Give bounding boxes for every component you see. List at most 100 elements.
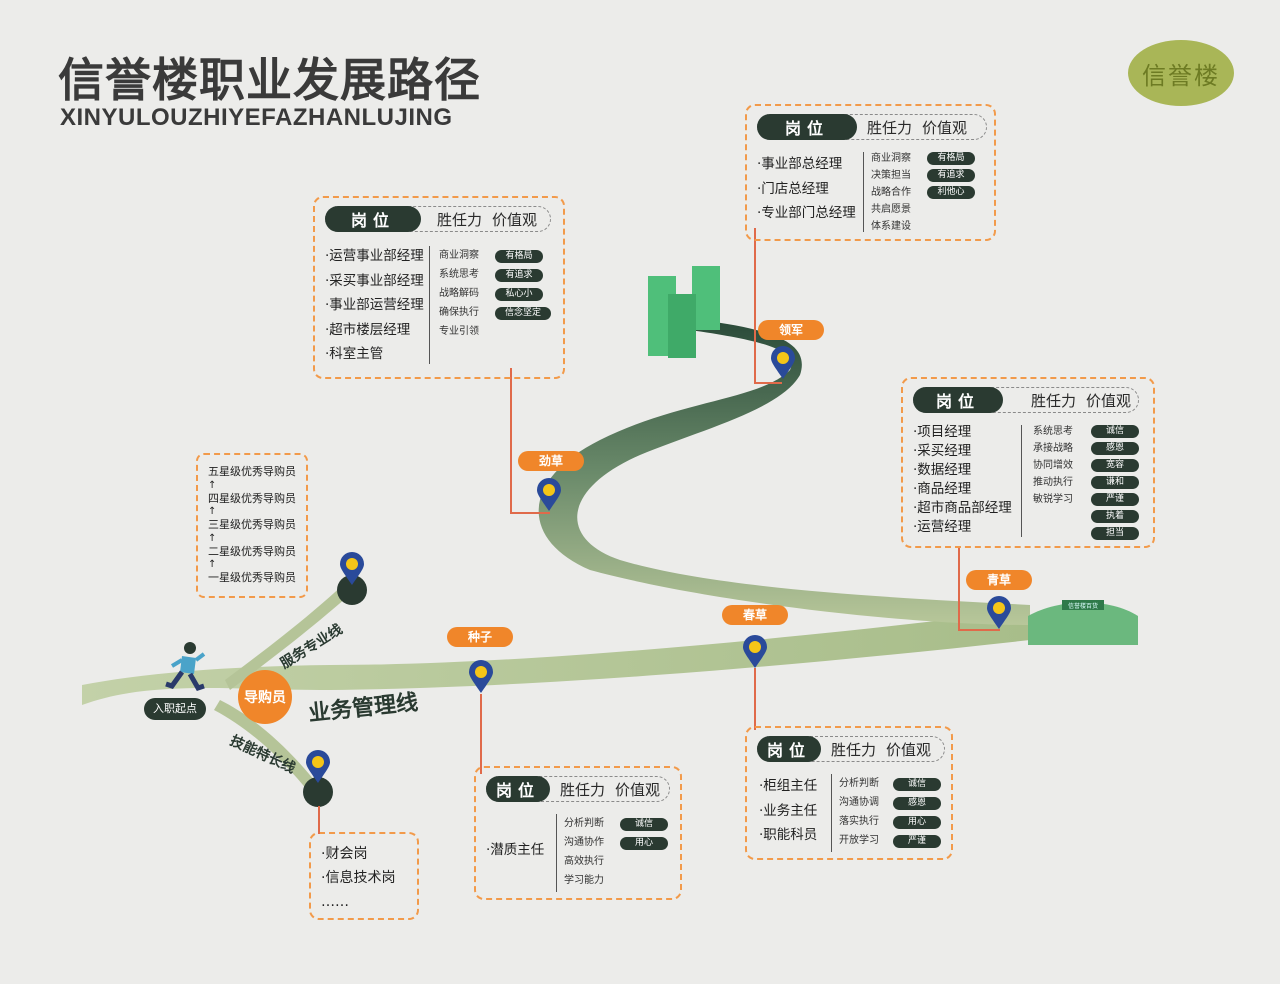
job-item: ·事业部总经理 — [757, 156, 843, 172]
service-rank-card: 五星级优秀导购员 ↑ 四星级优秀导购员 ↑ 三星级优秀导购员 ↑ 二星级优秀导购… — [196, 453, 308, 598]
competency-item: 系统思考 — [439, 269, 479, 280]
header-competency: 胜任力 — [867, 118, 913, 137]
header-position: 岗位 — [913, 387, 1003, 413]
competency-item: 系统思考 — [1033, 426, 1073, 437]
location-pin-icon — [306, 750, 330, 783]
rank-3: 三星级优秀导购员 — [208, 518, 296, 531]
competency-item: 推动执行 — [1033, 477, 1073, 488]
competency-item: 开放学习 — [839, 835, 879, 846]
job-item: ·采买经理 — [913, 443, 972, 459]
header-competency: 胜任力 — [831, 740, 877, 759]
header-position: 岗位 — [486, 776, 550, 802]
location-pin-icon — [743, 635, 767, 668]
stage-leader: 领军 — [758, 320, 824, 340]
header-values: 价值观 — [886, 740, 932, 759]
header-competency: 胜任力 — [1031, 391, 1077, 410]
card-seed: 岗位 胜任力 价值观 ·潜质主任 分析判断 沟通协作 高效执行 学习能力 诚信 … — [474, 766, 682, 900]
job-item: ·职能科员 — [759, 827, 818, 843]
job-item: ·科室主管 — [325, 346, 384, 362]
header-position: 岗位 — [325, 206, 421, 232]
stage-seed: 种子 — [447, 627, 513, 647]
job-item: ·超市楼层经理 — [325, 321, 411, 338]
competency-item: 决策担当 — [871, 170, 911, 181]
location-pin-icon — [771, 346, 795, 379]
value-badge: 信念坚定 — [495, 307, 551, 320]
skill-road — [214, 700, 322, 796]
competency-item: 沟通协作 — [564, 837, 604, 848]
job-item: ·运营经理 — [913, 519, 972, 535]
header-position: 岗位 — [757, 114, 857, 140]
card-spring: 岗位 胜任力 价值观 ·柜组主任 ·业务主任 ·职能科员 分析判断 沟通协调 落… — [745, 726, 953, 860]
value-badge: 执着 — [1091, 510, 1139, 523]
value-badge: 宽容 — [1091, 459, 1139, 472]
header-values: 价值观 — [922, 118, 968, 137]
header-position: 岗位 — [757, 736, 821, 762]
value-badge: 严谨 — [893, 835, 941, 848]
job-item: ·柜组主任 — [759, 778, 818, 794]
runner-icon — [160, 640, 210, 696]
competency-item: 商业洞察 — [871, 153, 911, 164]
job-item: ·项目经理 — [913, 424, 972, 440]
brand-logo: 信誉楼 — [1128, 40, 1234, 106]
job-item: ·专业部门总经理 — [757, 205, 856, 221]
competency-item: 专业引领 — [439, 326, 479, 337]
competency-item: 战略合作 — [871, 187, 911, 198]
header-competency: 胜任力 — [437, 210, 483, 229]
competency-item: 协同增效 — [1033, 460, 1073, 471]
store-sign: 信誉楼百货 — [1068, 602, 1098, 610]
header-values: 价值观 — [615, 780, 661, 799]
header-values: 价值观 — [492, 210, 538, 229]
location-pin-icon — [987, 596, 1011, 629]
competency-item: 共启愿景 — [871, 204, 911, 215]
job-item: ·采买事业部经理 — [325, 272, 424, 289]
value-badge: 严谨 — [1091, 493, 1139, 506]
job-item: ·业务主任 — [759, 802, 818, 819]
guide-badge: 导购员 — [238, 670, 292, 724]
job-item: ·超市商品部经理 — [913, 500, 1012, 516]
value-badge: 有格局 — [495, 250, 543, 263]
main-road — [82, 610, 1030, 705]
value-badge: 用心 — [620, 837, 668, 850]
stage-spring: 春草 — [722, 605, 788, 625]
location-pin-icon — [537, 478, 561, 511]
card-green: 岗位 胜任力 价值观 ·项目经理 ·采买经理 ·数据经理 ·商品经理 ·超市商品… — [901, 377, 1155, 548]
skill-end-dot — [303, 777, 333, 807]
rank-4: 四星级优秀导购员 — [208, 491, 296, 505]
value-badge: 私心小 — [495, 288, 543, 301]
value-badge: 有追求 — [495, 269, 543, 282]
card-leader: 岗位 胜任力 价值观 ·事业部总经理 ·门店总经理 ·专业部门总经理 商业洞察 … — [745, 104, 996, 241]
job-item: ·门店总经理 — [757, 180, 829, 197]
competency-item: 战略解码 — [439, 288, 479, 299]
competency-item: 承接战略 — [1033, 443, 1073, 454]
stage-green: 青草 — [966, 570, 1032, 590]
competency-item: 体系建设 — [871, 221, 911, 232]
building-icon — [648, 266, 720, 358]
value-badge: 有格局 — [927, 152, 975, 165]
service-road — [225, 583, 355, 690]
header-competency: 胜任力 — [560, 780, 606, 799]
card-strong: 岗位 胜任力 价值观 ·运营事业部经理 ·采买事业部经理 ·事业部运营经理 ·超… — [313, 196, 565, 379]
competency-item: 商业洞察 — [439, 250, 479, 261]
rank-5: 五星级优秀导购员 — [208, 465, 296, 478]
page-subtitle: XINYULOUZHIYEFAZHANLUJING — [60, 104, 453, 131]
value-badge: 诚信 — [1091, 425, 1139, 438]
competency-item: 学习能力 — [564, 875, 604, 886]
job-item: ·运营事业部经理 — [325, 248, 424, 264]
job-item: ·商品经理 — [913, 481, 972, 497]
skill-item: …… — [321, 894, 349, 910]
value-badge: 用心 — [893, 816, 941, 829]
location-pin-icon — [340, 552, 364, 585]
value-badge: 利他心 — [927, 186, 975, 199]
competency-item: 分析判断 — [839, 778, 879, 789]
skill-item: ·财会岗 — [321, 846, 368, 862]
stage-strong: 劲草 — [518, 451, 584, 471]
competency-item: 确保执行 — [439, 307, 479, 318]
rank-2: 二星级优秀导购员 — [208, 544, 296, 558]
value-badge: 担当 — [1091, 527, 1139, 540]
rank-arrow: ↑ — [208, 559, 217, 570]
rank-1: 一星级优秀导购员 — [208, 571, 296, 584]
page-title: 信誉楼职业发展路径 — [58, 53, 481, 107]
job-item: ·数据经理 — [913, 462, 972, 478]
job-item: ·事业部运营经理 — [325, 297, 424, 313]
